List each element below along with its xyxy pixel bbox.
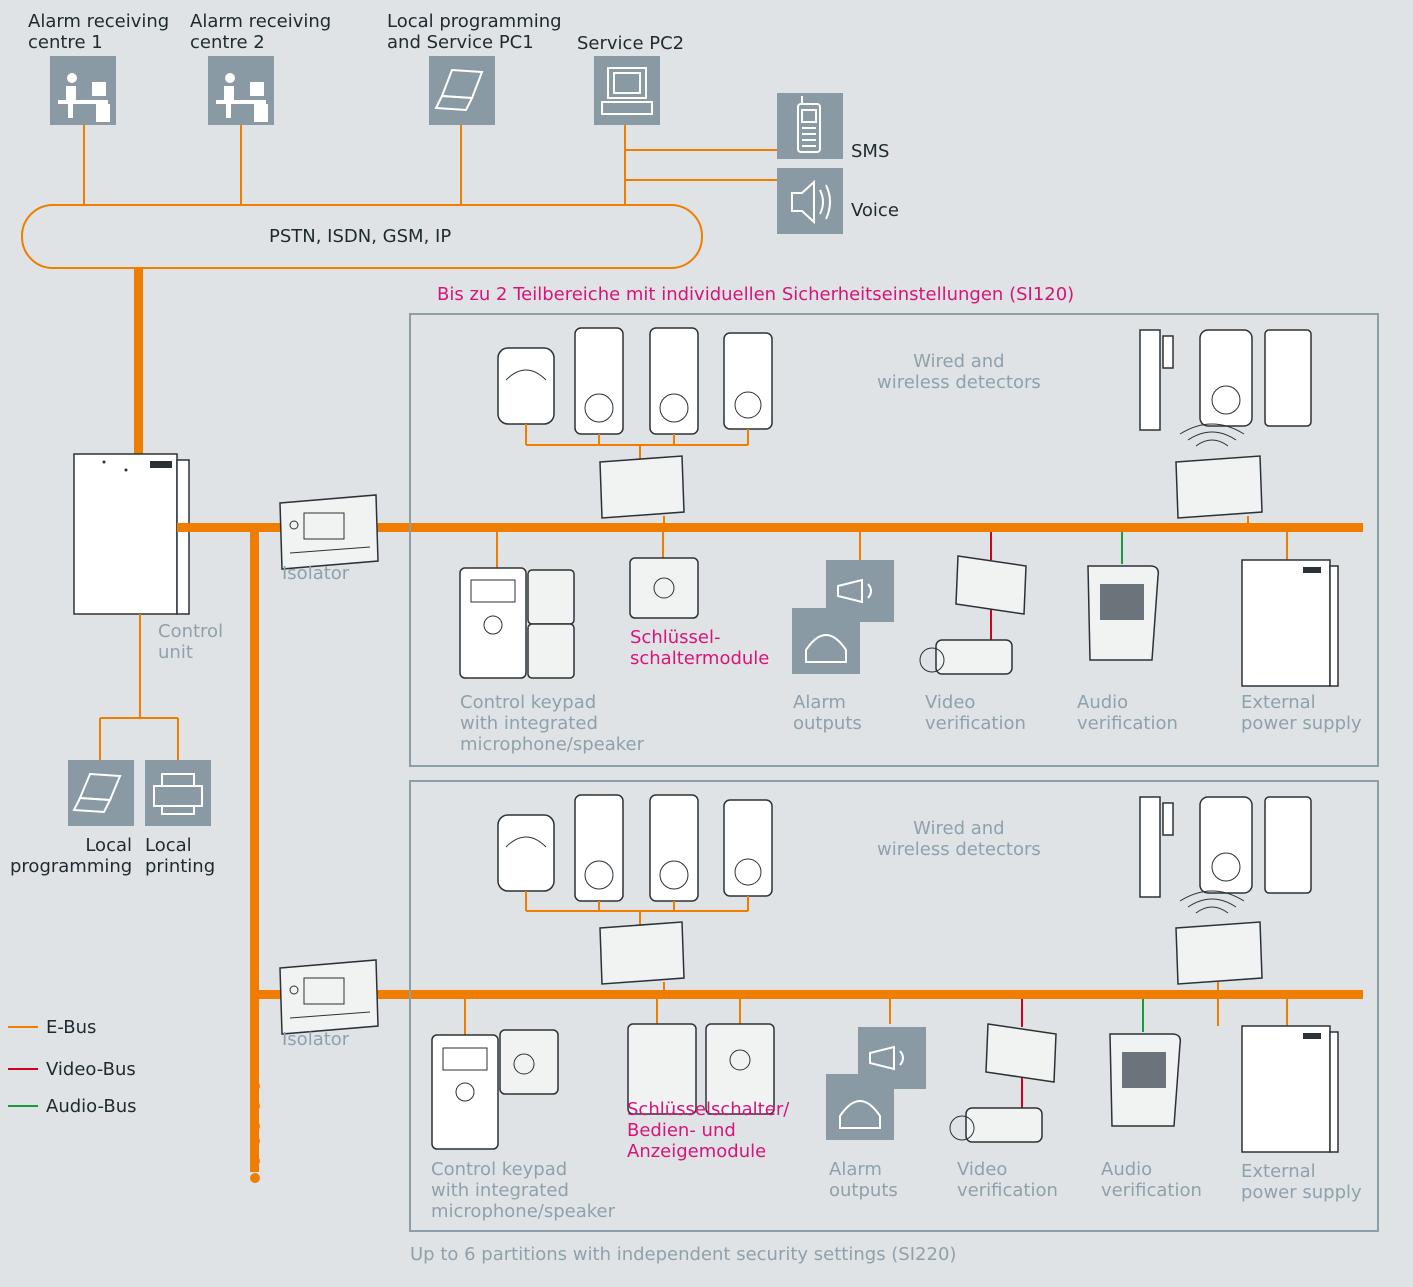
partition2-keyswitch-label: Schlüsselschalter/ Bedien- und Anzeigemo… [627, 1099, 790, 1162]
mobile-phone-icon [777, 93, 843, 159]
partition2-audio [1109, 1033, 1182, 1127]
label-control-unit: Control unit [158, 621, 224, 663]
partition2-video-label: Video verification [957, 1159, 1058, 1201]
legend-videobus-label: Video-Bus [46, 1059, 136, 1080]
alarm-centre-2-icon [208, 56, 274, 125]
ebus-main-trunk [250, 527, 259, 1172]
partition2-keypad [431, 1029, 559, 1150]
partition1-power-label: External power supply [1241, 692, 1362, 734]
ebus-main-horizontal [177, 523, 1363, 532]
partition1-keypad-label: Control keypad with integrated microphon… [460, 692, 645, 755]
ebus-partition2-horizontal [250, 990, 1363, 999]
partition1-audio [1087, 565, 1160, 661]
legend-ebus-label: E-Bus [46, 1017, 97, 1038]
label-network: PSTN, ISDN, GSM, IP [269, 226, 452, 247]
partition-2-title: Up to 6 partitions with independent secu… [410, 1244, 957, 1265]
partition1-detectors [497, 327, 773, 527]
partition1-keypad [459, 567, 575, 679]
partition2-video [949, 1023, 1057, 1143]
label-voice: Voice [851, 200, 899, 221]
partition1-video-label: Video verification [925, 692, 1026, 734]
partition1-alarm-outputs [792, 560, 894, 674]
partition-1-panel [409, 313, 1379, 767]
control-unit-device [73, 453, 190, 615]
partition2-detectors-label: Wired and wireless detectors [877, 818, 1041, 860]
label-local-programming: Local programming [10, 835, 133, 877]
partition2-keypad-label: Control keypad with integrated microphon… [431, 1159, 616, 1222]
legend [8, 1026, 38, 1107]
partition1-video [919, 555, 1027, 675]
partition2-power-supply [1241, 1025, 1339, 1153]
alarm-centre-1-icon [50, 56, 116, 125]
isolator-2-device [279, 959, 379, 1035]
ellipsis-dots [250, 1081, 260, 1183]
printer-icon [145, 760, 211, 826]
label-local-pc1: Local programming and Service PC1 [387, 11, 562, 53]
label-alarm-centre-2: Alarm receiving centre 2 [190, 11, 332, 53]
partition2-wireless-detectors [1139, 796, 1312, 1026]
partition2-alarm-outputs-label: Alarm outputs [829, 1159, 898, 1201]
local-laptop-icon [68, 760, 134, 826]
partition-1-title: Bis zu 2 Teilbereiche mit individuellen … [437, 284, 1075, 305]
label-service-pc2: Service PC2 [577, 33, 685, 54]
partition1-audio-label: Audio verification [1077, 692, 1178, 734]
network-cloud [21, 204, 703, 269]
partition2-power-label: External power supply [1241, 1161, 1362, 1203]
label-alarm-centre-1: Alarm receiving centre 1 [28, 11, 170, 53]
partition2-audio-label: Audio verification [1101, 1159, 1202, 1201]
partition1-keyswitch-label: Schlüssel- schaltermodule [630, 627, 770, 669]
partition-2-panel [409, 780, 1379, 1232]
label-local-printing: Local printing [145, 835, 216, 877]
legend-audiobus-label: Audio-Bus [46, 1096, 137, 1117]
label-sms: SMS [851, 141, 890, 162]
local-links [99, 614, 179, 760]
desktop-pc-icon [594, 56, 660, 125]
network-links [21, 125, 777, 454]
label-isolator-1: Isolator [282, 563, 350, 584]
partition1-power-supply [1241, 559, 1339, 687]
partition1-alarm-outputs-label: Alarm outputs [793, 692, 862, 734]
label-isolator-2: Isolator [282, 1029, 350, 1050]
partition1-keyswitch [629, 557, 699, 619]
partition2-drops [464, 999, 1288, 1110]
partition2-keyswitch [627, 1023, 775, 1115]
partition2-detectors [497, 794, 773, 994]
partition1-detectors-label: Wired and wireless detectors [877, 351, 1041, 393]
laptop-icon [429, 56, 495, 125]
speaker-icon [777, 168, 843, 234]
partition2-alarm-outputs [826, 1027, 926, 1140]
partition1-wireless-detectors [1139, 329, 1312, 527]
partition1-drops [496, 532, 1288, 642]
isolator-1-device [279, 494, 379, 570]
main-bus-riser [134, 268, 143, 454]
